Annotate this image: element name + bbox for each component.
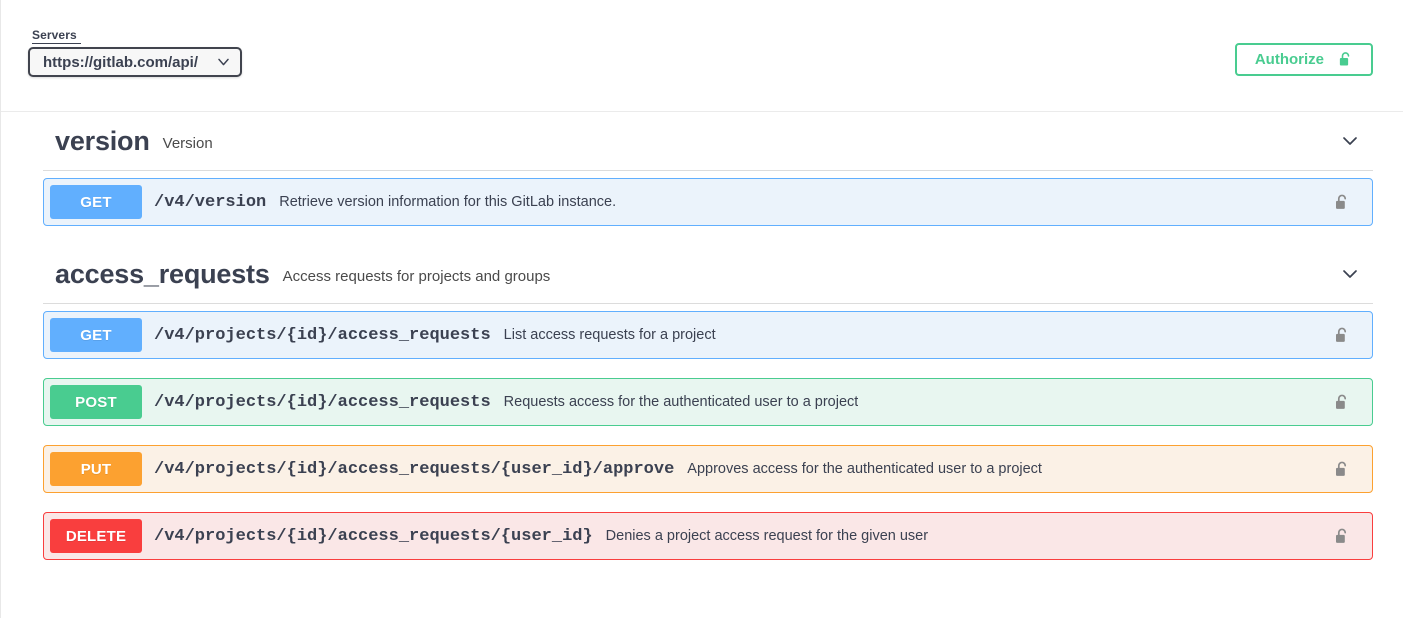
scheme-bar: Servers https://gitlab.com/api/ Authoriz… (1, 0, 1403, 112)
chevron-down-icon[interactable] (1335, 263, 1365, 285)
operations-access-requests: GET /v4/projects/{id}/access_requests Li… (43, 304, 1373, 560)
operation-path: /v4/projects/{id}/access_requests/{user_… (154, 526, 593, 546)
tag-header-access-requests[interactable]: access_requests Access requests for proj… (43, 245, 1373, 304)
http-method-badge: GET (50, 185, 142, 219)
operation-row[interactable]: GET /v4/version Retrieve version informa… (43, 178, 1373, 226)
servers-block: Servers https://gitlab.com/api/ (28, 28, 242, 77)
tag-description: Access requests for projects and groups (282, 268, 551, 285)
http-method-badge: PUT (50, 452, 142, 486)
http-method-badge: POST (50, 385, 142, 419)
operation-summary: Denies a project access request for the … (605, 528, 929, 544)
authorize-button-label: Authorize (1254, 51, 1324, 68)
operation-summary: List access requests for a project (503, 327, 716, 343)
chevron-down-icon (217, 56, 230, 69)
http-method-badge: GET (50, 318, 142, 352)
unlock-icon[interactable] (1334, 393, 1350, 412)
unlock-icon (1338, 51, 1353, 68)
unlock-icon[interactable] (1334, 527, 1350, 546)
operation-path: /v4/projects/{id}/access_requests (154, 325, 491, 345)
servers-label: Servers (32, 28, 81, 44)
operations-list: version Version GET /v4/version Retrieve… (1, 112, 1403, 560)
operation-summary: Requests access for the authenticated us… (503, 394, 859, 410)
operation-path: /v4/version (154, 192, 267, 212)
operation-row[interactable]: GET /v4/projects/{id}/access_requests Li… (43, 311, 1373, 359)
tag-header-version[interactable]: version Version (43, 112, 1373, 171)
tag-name: version (55, 125, 150, 156)
operation-row[interactable]: DELETE /v4/projects/{id}/access_requests… (43, 512, 1373, 560)
unlock-icon[interactable] (1334, 460, 1350, 479)
operation-row[interactable]: PUT /v4/projects/{id}/access_requests/{u… (43, 445, 1373, 493)
tag-name: access_requests (55, 258, 270, 289)
tag-section-access-requests: access_requests Access requests for proj… (43, 245, 1373, 560)
server-select[interactable]: https://gitlab.com/api/ (28, 47, 242, 77)
operations-version: GET /v4/version Retrieve version informa… (43, 171, 1373, 226)
chevron-down-icon[interactable] (1335, 130, 1365, 152)
unlock-icon[interactable] (1334, 326, 1350, 345)
tag-section-version: version Version GET /v4/version Retrieve… (43, 112, 1373, 226)
operation-path: /v4/projects/{id}/access_requests (154, 392, 491, 412)
operation-path: /v4/projects/{id}/access_requests/{user_… (154, 459, 675, 479)
operation-summary: Retrieve version information for this Gi… (279, 194, 617, 210)
http-method-badge: DELETE (50, 519, 142, 553)
unlock-icon[interactable] (1334, 193, 1350, 212)
server-select-value: https://gitlab.com/api/ (43, 53, 199, 71)
tag-description: Version (162, 135, 213, 152)
operation-row[interactable]: POST /v4/projects/{id}/access_requests R… (43, 378, 1373, 426)
operation-summary: Approves access for the authenticated us… (687, 461, 1042, 477)
authorize-button[interactable]: Authorize (1234, 43, 1373, 76)
